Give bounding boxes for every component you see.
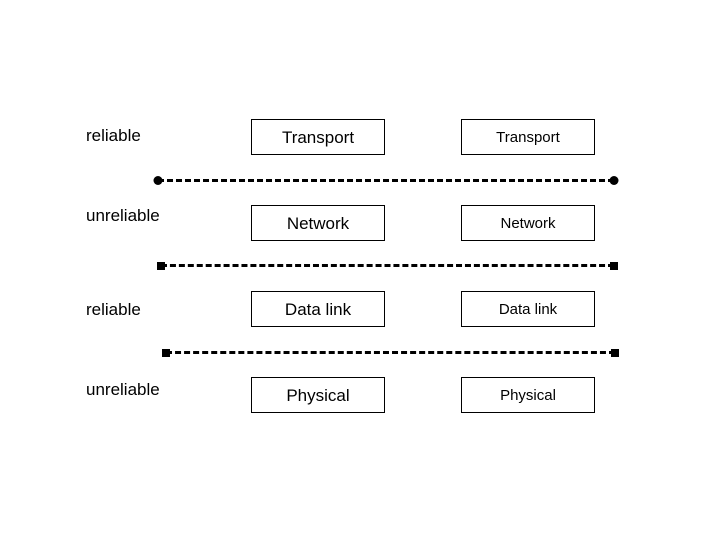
layer-box-left-stack-data-link[interactable]: Data link <box>251 291 385 327</box>
reliability-label-unreliable-3: unreliable <box>86 380 160 399</box>
layer-box-label: Network <box>500 214 556 232</box>
layer-box-right-stack-data-link[interactable]: Data link <box>461 291 595 327</box>
layer-box-left-stack-transport[interactable]: Transport <box>251 119 385 155</box>
layer-box-label: Data link <box>284 299 352 319</box>
reliability-label-unreliable-1: unreliable <box>86 206 160 225</box>
dashed-line <box>161 264 614 267</box>
separator-network-datalink <box>157 261 618 270</box>
endpoint-square-icon-right <box>610 261 618 270</box>
layer-box-right-stack-physical[interactable]: Physical <box>461 377 595 413</box>
reliability-label-reliable-2: reliable <box>86 300 141 319</box>
layer-box-label: Physical <box>500 386 556 404</box>
endpoint-square-icon-left <box>157 261 165 270</box>
layer-box-left-stack-physical[interactable]: Physical <box>251 377 385 413</box>
layer-box-right-stack-transport[interactable]: Transport <box>461 119 595 155</box>
layer-box-label: Data link <box>498 300 558 318</box>
separator-transport-network <box>153 176 619 185</box>
layer-box-left-stack-network[interactable]: Network <box>251 205 385 241</box>
layer-box-right-stack-network[interactable]: Network <box>461 205 595 241</box>
dashed-line <box>158 179 614 182</box>
endpoint-circle-icon-left <box>153 176 163 185</box>
layer-box-label: Transport <box>281 127 355 147</box>
layer-box-label: Physical <box>286 385 350 405</box>
endpoint-circle-icon-right <box>609 176 619 185</box>
reliability-label-reliable-0: reliable <box>86 126 141 145</box>
endpoint-square-icon-left <box>162 348 170 357</box>
layer-box-label: Network <box>286 213 350 233</box>
endpoint-square-icon-right <box>611 348 619 357</box>
layer-box-label: Transport <box>496 128 560 146</box>
dashed-line <box>166 351 615 354</box>
separator-datalink-physical <box>162 348 619 357</box>
